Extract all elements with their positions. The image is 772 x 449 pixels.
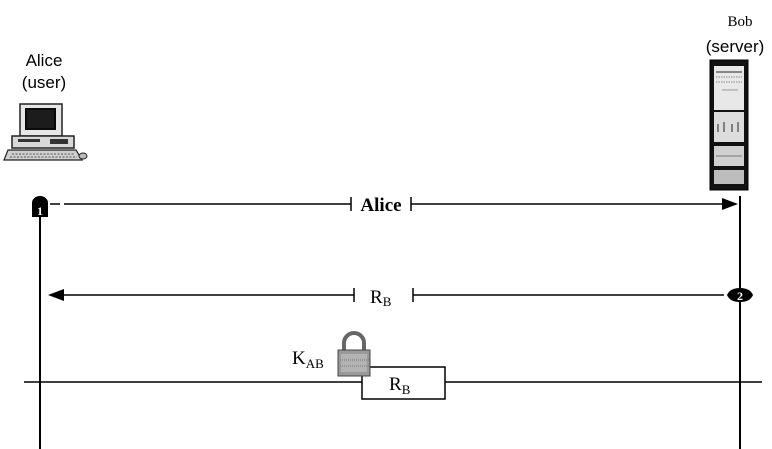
step-2-badge: 2 <box>727 288 753 303</box>
bob-name: Bob <box>727 14 752 30</box>
alice-role: (user) <box>22 73 66 92</box>
encrypted-content: RB <box>389 374 411 397</box>
svg-text:1: 1 <box>37 204 43 218</box>
message-1-arrow <box>50 197 738 211</box>
message-2-label: RB <box>370 287 392 309</box>
desktop-computer-icon <box>3 103 88 161</box>
key-label: KAB <box>292 348 324 371</box>
bob-role: (server) <box>706 37 765 56</box>
svg-text:2: 2 <box>737 289 743 303</box>
server-rack-icon <box>709 59 749 191</box>
step-1-badge: 1 <box>32 196 48 218</box>
message-1-label: Alice <box>360 195 401 216</box>
padlock-icon <box>337 331 371 377</box>
alice-name: Alice <box>26 51 63 70</box>
encrypted-box <box>361 366 446 400</box>
message-2-arrow <box>39 288 724 302</box>
